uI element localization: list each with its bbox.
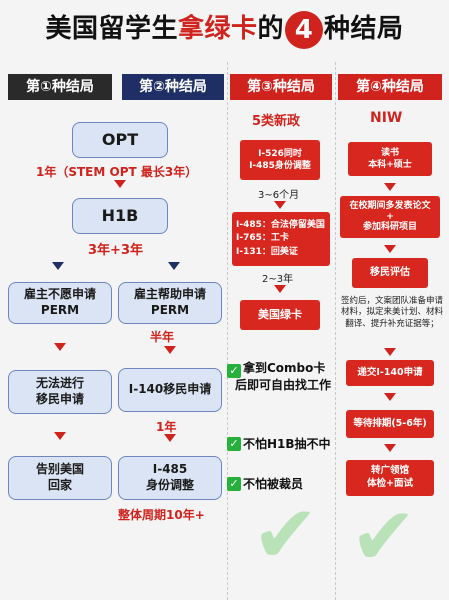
arrow-down-icon — [384, 348, 396, 356]
box-line: I-485身份调整 — [249, 161, 311, 171]
box-line: I-485 — [152, 462, 188, 477]
title-part1: 美国留学生 — [45, 14, 178, 44]
box-line: I-765：工卡 — [236, 233, 289, 244]
go-home-box: 告别美国 回家 — [8, 456, 112, 500]
i526-box: I-526同时 I-485身份调整 — [240, 140, 320, 180]
one-year-label: 1年 — [156, 420, 177, 434]
check-icon: ✓ — [227, 364, 241, 378]
title-part5: 结局 — [350, 14, 404, 44]
divider-3 — [227, 62, 228, 600]
box-line: I-485：合法停留美国 — [236, 219, 325, 230]
box-line: 本科+硕士 — [368, 160, 412, 170]
large-check-icon: ✔ — [252, 488, 320, 581]
niw-subtitle: NIW — [370, 110, 403, 126]
box-line: 在校期间多发表论文 — [349, 200, 431, 211]
employer-decline-perm-box: 雇主不愿申请 PERM — [8, 282, 112, 324]
benefit-1: 拿到Combo卡后即可自由找工作 — [235, 360, 335, 394]
h1b-box: H1B — [72, 198, 168, 234]
arrow-down-icon — [384, 444, 396, 452]
box-line: 雇主不愿申请 — [23, 287, 96, 302]
waiting-box: 等待排期(5-6年) — [346, 410, 434, 438]
i485-box: I-485 身份调整 — [118, 456, 222, 500]
large-check-icon: ✔ — [350, 490, 418, 583]
arrow-down-icon — [114, 180, 126, 188]
box-line: 回家 — [47, 478, 72, 492]
box-line: 体检+面试 — [367, 478, 413, 489]
check-icon: ✓ — [227, 437, 241, 451]
benefit-1-text: 拿到Combo卡后即可自由找工作 — [235, 361, 332, 392]
box-line: 移民申请 — [35, 392, 84, 406]
arrow-down-icon — [54, 343, 66, 351]
box-line: PERM — [40, 303, 80, 317]
header-outcome-3: 第③种结局 — [230, 74, 332, 100]
header-outcome-4: 第④种结局 — [338, 74, 442, 100]
arrow-down-icon — [164, 434, 176, 442]
box-line: 读书 — [380, 147, 399, 158]
benefit-2: 不怕H1B抽不中 — [243, 437, 331, 451]
arrow-down-icon — [384, 245, 396, 253]
box-line: I-131：回美证 — [236, 246, 298, 257]
box-line: 雇主帮助申请 — [133, 287, 206, 302]
wait-label-2: 2~3年 — [262, 274, 294, 285]
i140-box: I-140移民申请 — [118, 368, 222, 412]
research-box: 在校期间多发表论文 + 参加科研项目 — [340, 196, 440, 238]
box-line: PERM — [150, 303, 190, 317]
title-part4: 种 — [324, 14, 351, 44]
box-line: 转广领馆 — [370, 465, 409, 477]
arrow-down-icon — [52, 262, 64, 270]
arrow-down-icon — [274, 201, 286, 209]
employer-sponsor-perm-box: 雇主帮助申请 PERM — [118, 282, 222, 324]
box-line: I-526同时 — [258, 148, 302, 159]
box-line: 无法进行 — [35, 376, 84, 391]
no-immigration-box: 无法进行 移民申请 — [8, 370, 112, 414]
combo-card-box: I-485：合法停留美国 I-765：工卡 I-131：回美证 — [232, 212, 330, 266]
benefit-3: 不怕被裁员 — [243, 477, 304, 491]
box-line: 告别美国 — [35, 462, 84, 477]
arrow-down-icon — [384, 183, 396, 191]
box-line: 身份调整 — [145, 478, 194, 492]
title-highlight: 拿绿卡 — [177, 14, 258, 44]
assessment-box: 移民评估 — [352, 258, 428, 288]
study-box: 读书 本科+硕士 — [348, 142, 432, 176]
green-card-box: 美国绿卡 — [240, 300, 320, 330]
check-icon: ✓ — [227, 477, 241, 491]
preparation-note: 签约后，文案团队准备申请材料，拟定来美计划、材料翻译、提升补充证据等； — [340, 296, 443, 329]
box-line: + — [386, 211, 394, 222]
arrow-down-icon — [54, 432, 66, 440]
title-number-badge: 4 — [285, 10, 323, 49]
arrow-down-icon — [274, 285, 286, 293]
opt-box: OPT — [72, 122, 168, 158]
arrow-down-icon — [168, 262, 180, 270]
box-line: 参加科研项目 — [362, 222, 417, 233]
total-cycle-label: 整体周期10年+ — [118, 508, 205, 522]
policy-subtitle: 5类新政 — [252, 114, 301, 129]
wait-label-1: 3~6个月 — [258, 190, 300, 201]
h1b-duration-label: 3年+3年 — [88, 243, 143, 258]
consulate-box: 转广领馆 体检+面试 — [346, 460, 434, 496]
opt-duration-label: 1年（STEM OPT 最长3年） — [36, 165, 198, 179]
arrow-down-icon — [164, 346, 176, 354]
header-outcome-2: 第②种结局 — [122, 74, 224, 100]
header-outcome-1: 第①种结局 — [8, 74, 112, 100]
i140-submit-box: 递交I-140申请 — [346, 360, 434, 386]
half-year-label: 半年 — [150, 330, 175, 344]
arrow-down-icon — [384, 393, 396, 401]
title-part3: 的 — [257, 14, 284, 44]
divider-4 — [335, 62, 336, 600]
